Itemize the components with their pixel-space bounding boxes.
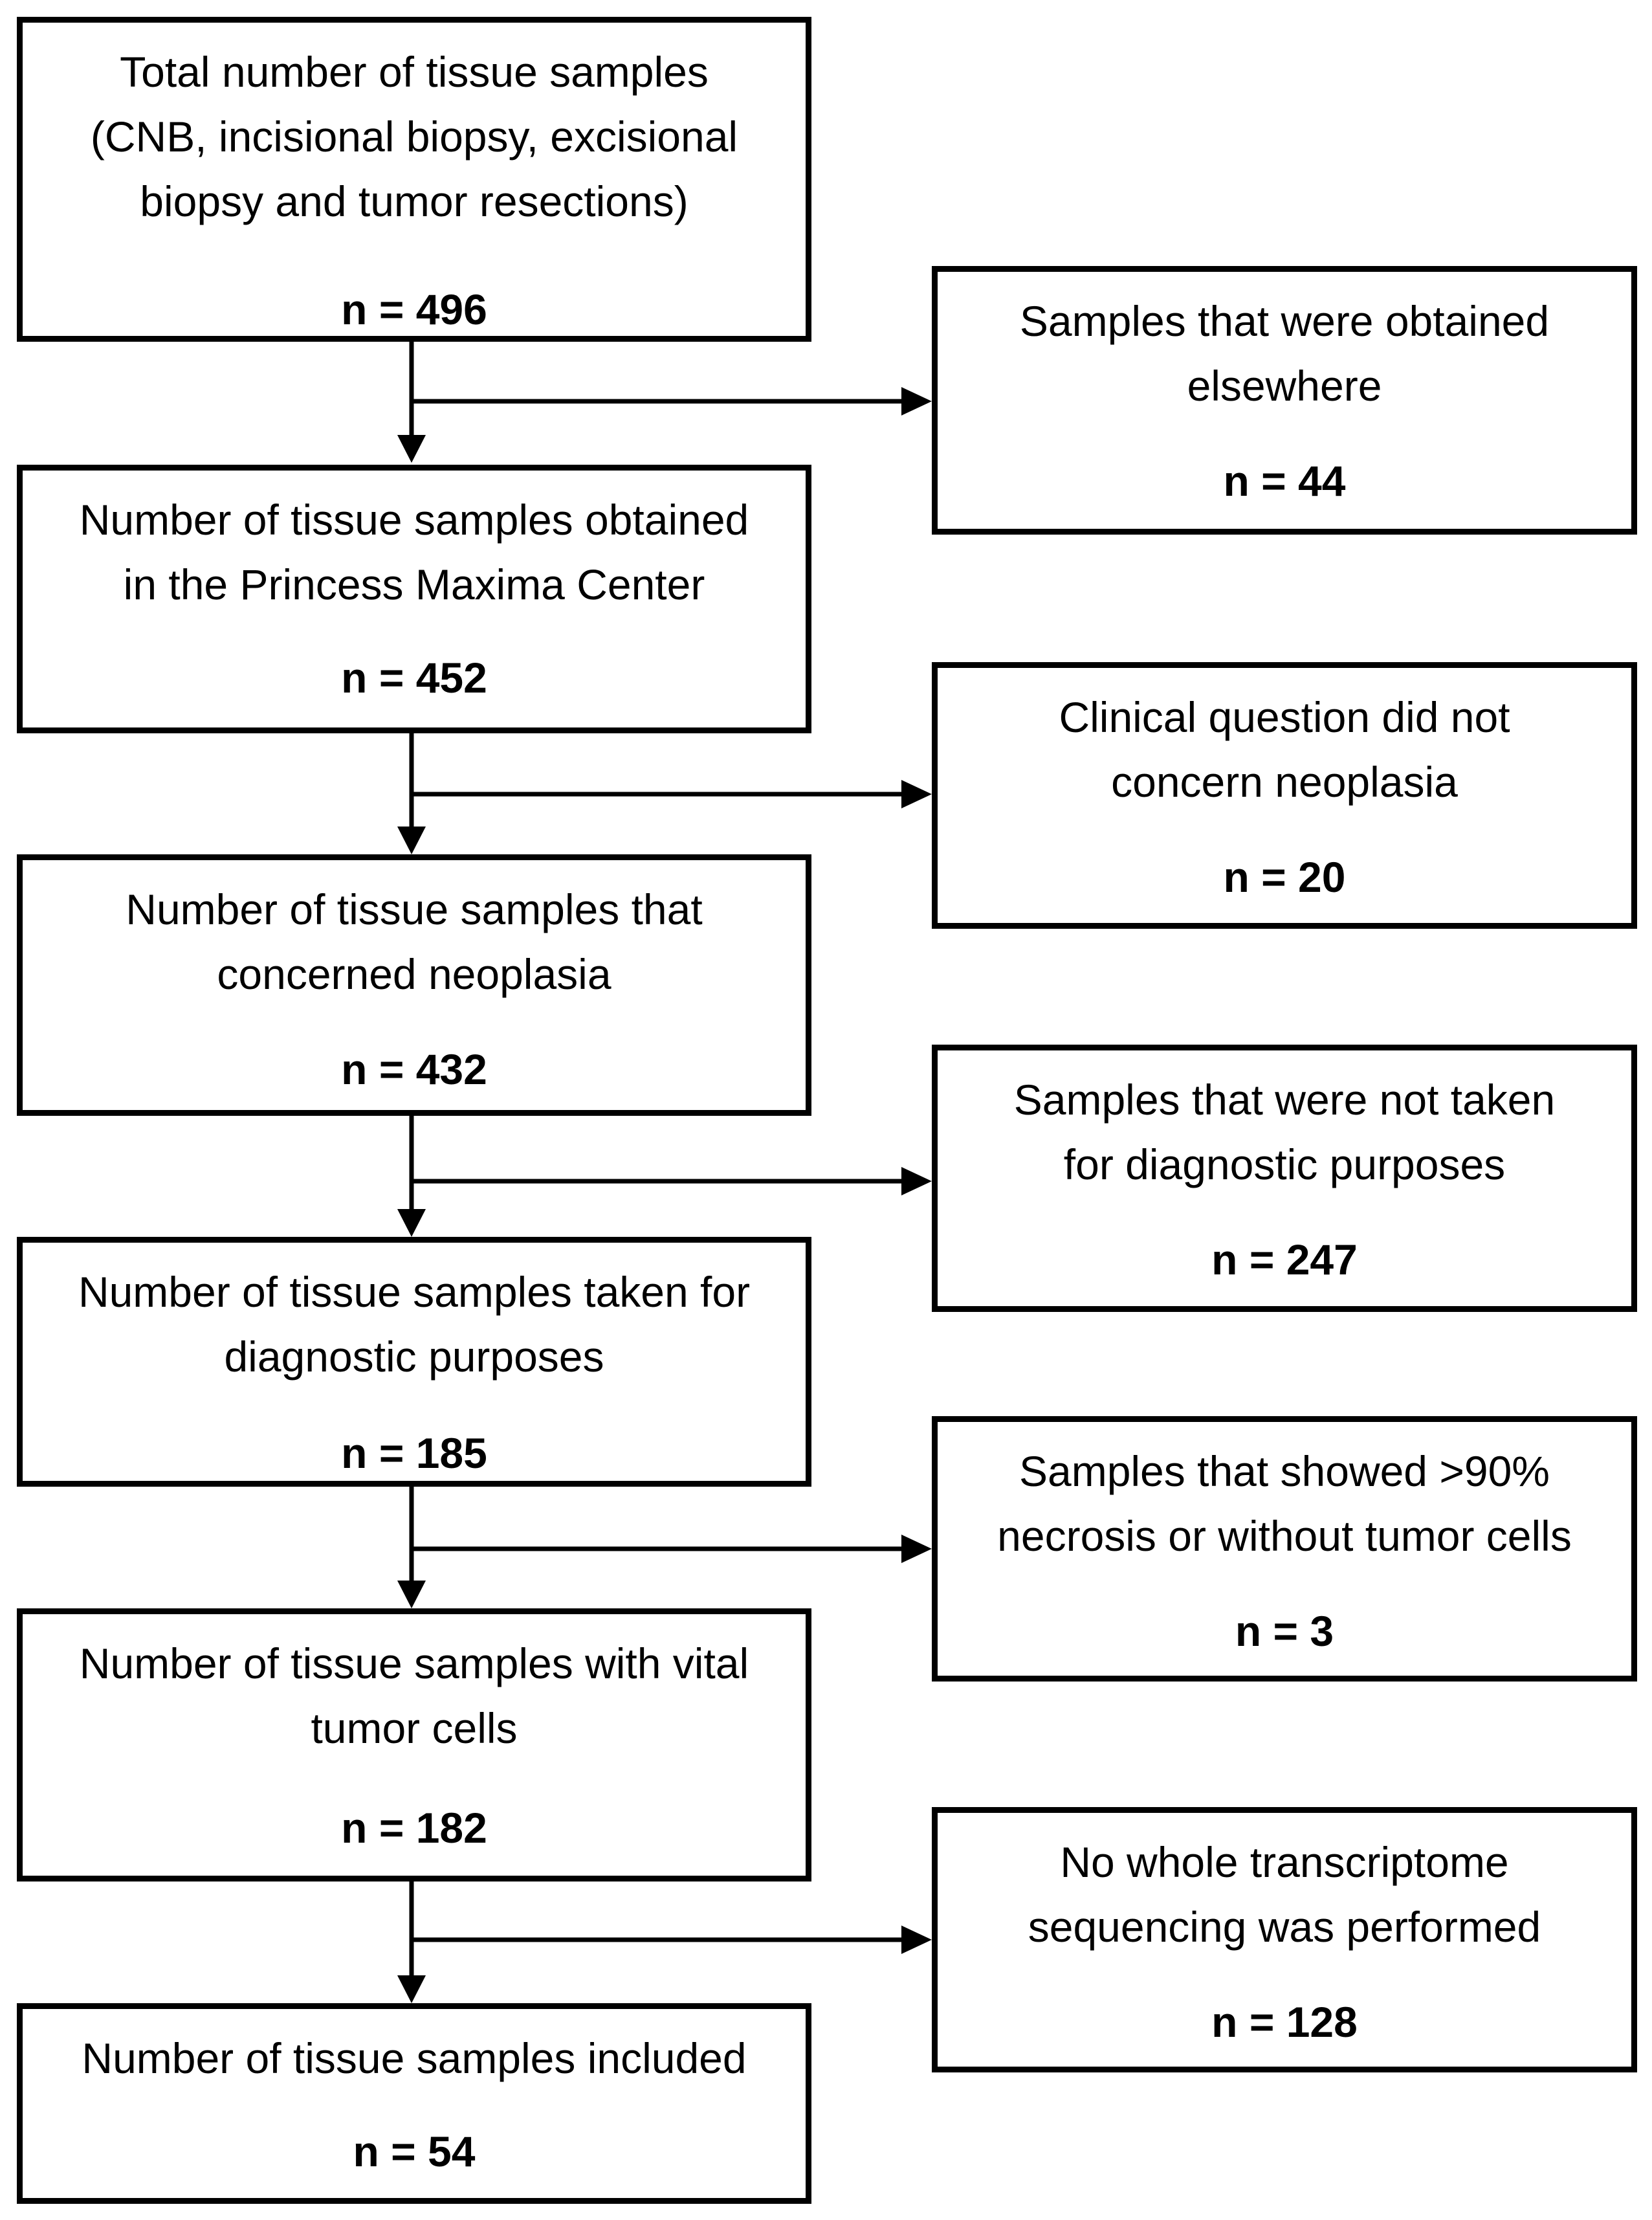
main-box-diagnostic: Number of tissue samples taken for diagn…	[17, 1237, 811, 1487]
main-box-count: n = 54	[353, 2127, 476, 2175]
exclusion-box-not-neoplasia: Clinical question did not concern neopla…	[932, 662, 1637, 929]
arrowhead-down-4	[397, 1581, 426, 1608]
arrowhead-right-2	[901, 780, 932, 808]
main-box-neoplasia: Number of tissue samples that concerned …	[17, 854, 811, 1116]
arrowhead-down-3	[397, 1209, 426, 1237]
exclusion-box-count: n = 20	[1223, 853, 1346, 901]
exclusion-box-no-sequencing: No whole transcriptome sequencing was pe…	[932, 1807, 1637, 2072]
main-box-included: Number of tissue samples included n = 54	[17, 2003, 811, 2204]
exclusion-box-necrosis: Samples that showed >90% necrosis or wit…	[932, 1416, 1637, 1682]
main-box-count: n = 182	[341, 1804, 487, 1852]
arrowhead-right-3	[901, 1167, 932, 1195]
exclusion-box-count: n = 44	[1223, 457, 1346, 505]
main-box-label: Number of tissue samples included	[82, 2034, 747, 2082]
exclusion-box-label: Samples that were not taken for diagnost…	[1013, 1076, 1556, 1188]
main-box-label: Number of tissue samples taken for diagn…	[78, 1268, 751, 1381]
arrowhead-right-5	[901, 1926, 932, 1954]
exclusion-box-label: No whole transcriptome sequencing was pe…	[1028, 1838, 1541, 1951]
arrowhead-down-1	[397, 435, 426, 463]
main-box-label: Number of tissue samples obtained in the…	[79, 496, 749, 608]
main-box-count: n = 496	[341, 285, 487, 333]
main-box-label: Number of tissue samples with vital tumo…	[79, 1639, 749, 1752]
exclusion-box-label: Samples that were obtained elsewhere	[1019, 297, 1550, 410]
arrowhead-right-4	[901, 1535, 932, 1563]
exclusion-box-count: n = 128	[1211, 1998, 1358, 2046]
main-box-count: n = 452	[341, 654, 487, 702]
exclusion-box-elsewhere: Samples that were obtained elsewhere n =…	[932, 266, 1637, 535]
main-box-count: n = 185	[341, 1429, 487, 1477]
arrowhead-down-5	[397, 1975, 426, 2003]
exclusion-box-not-diagnostic: Samples that were not taken for diagnost…	[932, 1045, 1637, 1312]
arrowhead-down-2	[397, 827, 426, 854]
main-box-count: n = 432	[341, 1045, 487, 1093]
exclusion-box-label: Samples that showed >90% necrosis or wit…	[997, 1447, 1572, 1560]
main-box-vital-tumor: Number of tissue samples with vital tumo…	[17, 1608, 811, 1881]
arrowhead-right-1	[901, 387, 932, 416]
main-box-label: Number of tissue samples that concerned …	[126, 885, 703, 998]
main-box-princess-maxima: Number of tissue samples obtained in the…	[17, 465, 811, 733]
exclusion-box-count: n = 247	[1211, 1236, 1358, 1283]
main-box-total: Total number of tissue samples (CNB, inc…	[17, 17, 811, 342]
exclusion-box-count: n = 3	[1235, 1607, 1334, 1655]
main-box-label: Total number of tissue samples (CNB, inc…	[90, 48, 738, 225]
exclusion-box-label: Clinical question did not concern neopla…	[1059, 693, 1510, 806]
